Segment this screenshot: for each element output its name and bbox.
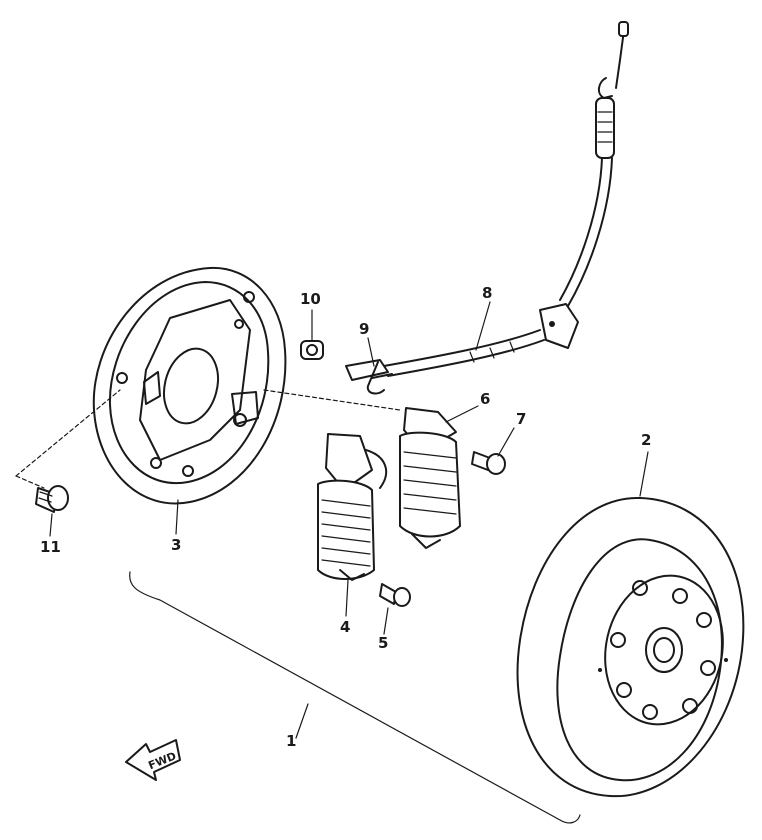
callout-8: 8 xyxy=(482,284,492,302)
callout-2: 2 xyxy=(641,431,651,449)
callout-leader-lines xyxy=(49,301,649,739)
stator-base-plate xyxy=(92,266,287,505)
callout-1: 1 xyxy=(286,732,296,750)
screw-5 xyxy=(379,583,411,607)
nut xyxy=(300,340,324,360)
callout-5: 5 xyxy=(378,634,388,652)
flywheel-rotor xyxy=(516,496,745,798)
leader-dashed-lines xyxy=(15,389,401,489)
callout-10: 10 xyxy=(300,290,321,308)
assembly-bracket xyxy=(129,571,581,824)
pulser-coil xyxy=(399,407,461,549)
forward-direction-marker: FWD xyxy=(125,739,181,781)
callout-11: 11 xyxy=(40,538,61,556)
callout-9: 9 xyxy=(359,320,369,338)
callout-7: 7 xyxy=(516,410,526,428)
screw-11 xyxy=(35,485,69,513)
callout-6: 6 xyxy=(480,390,490,408)
callout-3: 3 xyxy=(171,536,181,554)
wire-harness xyxy=(383,21,629,377)
charging-coil xyxy=(317,433,388,581)
screw-7 xyxy=(471,451,506,475)
wire-clamp xyxy=(345,359,393,395)
callout-4: 4 xyxy=(340,618,350,636)
